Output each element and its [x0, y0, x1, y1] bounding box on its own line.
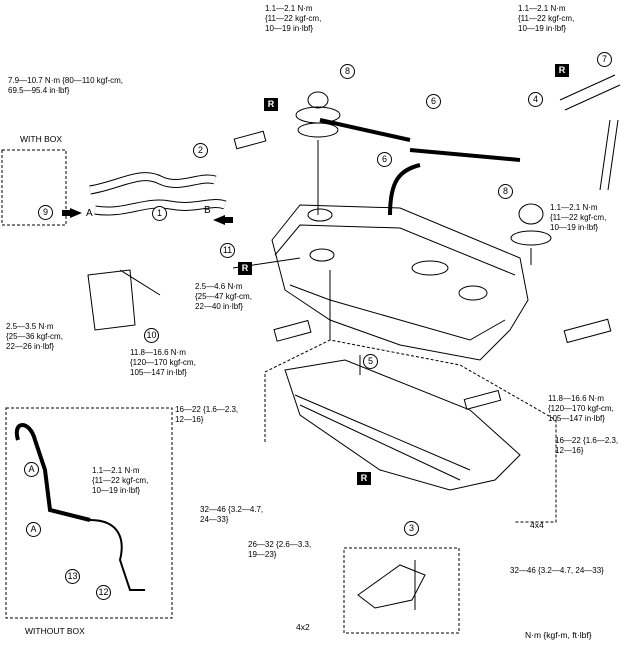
arrow-a-icon [70, 208, 82, 218]
torque-label-nut-left: 16—22 {1.6—2.3, 12—16} [175, 405, 239, 424]
without-box-label: WITHOUT BOX [25, 626, 85, 636]
with-box-frame [1, 149, 67, 226]
torque-label-guard-bolt-3: 32—46 {3.2—4.7, 24—33} [510, 566, 604, 575]
torque-label-pump-top: 1.1—2.1 N·m {11—22 kgf-cm, 10—19 in·lbf} [518, 4, 575, 33]
fuel-gauge-unit [307, 91, 329, 109]
torque-label-strap-right: 11.8—16.6 N·m {120—170 kgf-cm, 105—147 i… [548, 394, 614, 423]
variant-4x2-frame [343, 547, 460, 634]
replace-r-badge: R [238, 262, 252, 275]
callout-3: 3 [404, 521, 419, 536]
replace-r-badge: R [264, 98, 278, 111]
callout-6: 6 [377, 152, 392, 167]
callout-4: 4 [528, 92, 543, 107]
callout-6: 6 [426, 94, 441, 109]
callout-7: 7 [597, 52, 612, 67]
units-label: N·m {kgf-m, ft·lbf} [525, 630, 592, 640]
replace-r-badge: R [555, 64, 569, 77]
torque-label-strap-left: 11.8—16.6 N·m {120—170 kgf-cm, 105—147 i… [130, 348, 196, 377]
callout-2: 2 [193, 143, 208, 158]
strap-left [273, 319, 312, 342]
with-box-label: WITH BOX [20, 134, 63, 144]
inset-callout-a-1: A [24, 462, 39, 477]
callout-1: 1 [152, 206, 167, 221]
fuel-sender-unit [518, 203, 544, 225]
torque-label-sender-top: 1.1—2.1 N·m {11—22 kgf-cm, 10—19 in·lbf} [265, 4, 322, 33]
fuel-tank [271, 204, 529, 361]
guard-4x2 [357, 564, 426, 609]
torque-label-box-bolt: 7.9—10.7 N·m {80—110 kgf-cm, 69.5—95.4 i… [8, 76, 124, 95]
skid-plate [284, 359, 521, 491]
arrow-b-label: B [204, 205, 211, 216]
callout-10: 10 [144, 328, 159, 343]
variant-4x4-outline [264, 339, 557, 523]
callout-9: 9 [38, 205, 53, 220]
torque-label-guard-bolt: 32—46 {3.2—4.7, 24—33} [200, 505, 264, 524]
variant-4x2-label: 4x2 [296, 622, 310, 632]
evap-pipe-6 [319, 118, 521, 162]
callout-8: 8 [498, 184, 513, 199]
callout-11: 11 [220, 243, 235, 258]
callout-12: 12 [96, 585, 111, 600]
arrow-b-icon [213, 215, 225, 225]
evap-pipes-7 [559, 74, 621, 191]
callout-8: 8 [340, 64, 355, 79]
callout-5: 5 [363, 354, 378, 369]
torque-label-sender-right: 1.1—2.1 N·m {11—22 kgf-cm, 10—19 in·lbf} [550, 203, 607, 232]
torque-label-guard-bolt-2: 26—32 {2.6—3.3, 19—23} [248, 540, 312, 559]
variant-4x4-label: 4x4 [530, 520, 544, 530]
torque-label-hose-clamp: 2.5—4.6 N·m {25—47 kgf-cm, 22—40 in·lbf} [195, 282, 252, 311]
torque-label-nut-right: 16—22 {1.6—2.3, 12—16} [555, 436, 619, 455]
without-box-frame [5, 407, 173, 619]
arrow-a-label: A [86, 208, 93, 219]
replace-r-badge: R [357, 472, 371, 485]
strap-right [563, 318, 612, 344]
inset-hose [14, 423, 91, 522]
torque-label-left-clamp: 2.5—3.5 N·m {25—36 kgf-cm, 22—26 in·lbf} [6, 322, 63, 351]
torque-label-inset: 1.1—2.1 N·m {11—22 kgf-cm, 10—19 in·lbf} [92, 466, 149, 495]
callout-13: 13 [65, 569, 80, 584]
filler-cover-plate [87, 269, 136, 331]
inset-callout-a-2: A [26, 522, 41, 537]
